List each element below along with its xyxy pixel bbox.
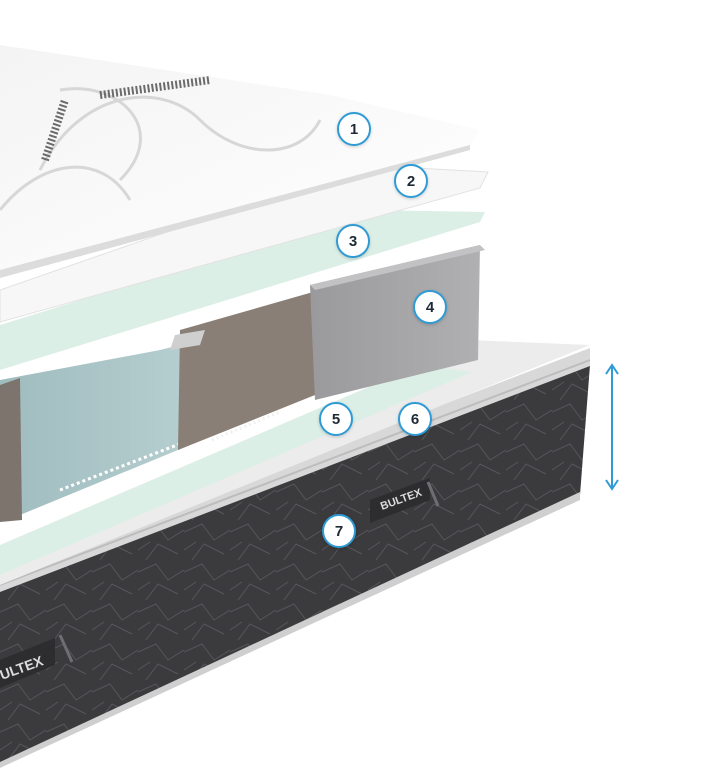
zoned-core bbox=[0, 245, 485, 522]
base-green-layer bbox=[0, 365, 472, 575]
layer-marker-1[interactable]: 1 bbox=[337, 112, 371, 146]
layer-marker-6[interactable]: 6 bbox=[398, 402, 432, 436]
layer-marker-7[interactable]: 7 bbox=[322, 514, 356, 548]
layer-marker-3[interactable]: 3 bbox=[336, 224, 370, 258]
layer-marker-2[interactable]: 2 bbox=[394, 164, 428, 198]
brand-label-side: BULTEX bbox=[370, 478, 440, 523]
layer-marker-4[interactable]: 4 bbox=[413, 290, 447, 324]
layer-marker-5[interactable]: 5 bbox=[319, 402, 353, 436]
double-headed-vertical-arrow-icon bbox=[605, 363, 619, 491]
top-quilted-fabric bbox=[0, 45, 480, 278]
knit-side-panel bbox=[0, 348, 591, 768]
base-top-surface bbox=[0, 340, 590, 585]
